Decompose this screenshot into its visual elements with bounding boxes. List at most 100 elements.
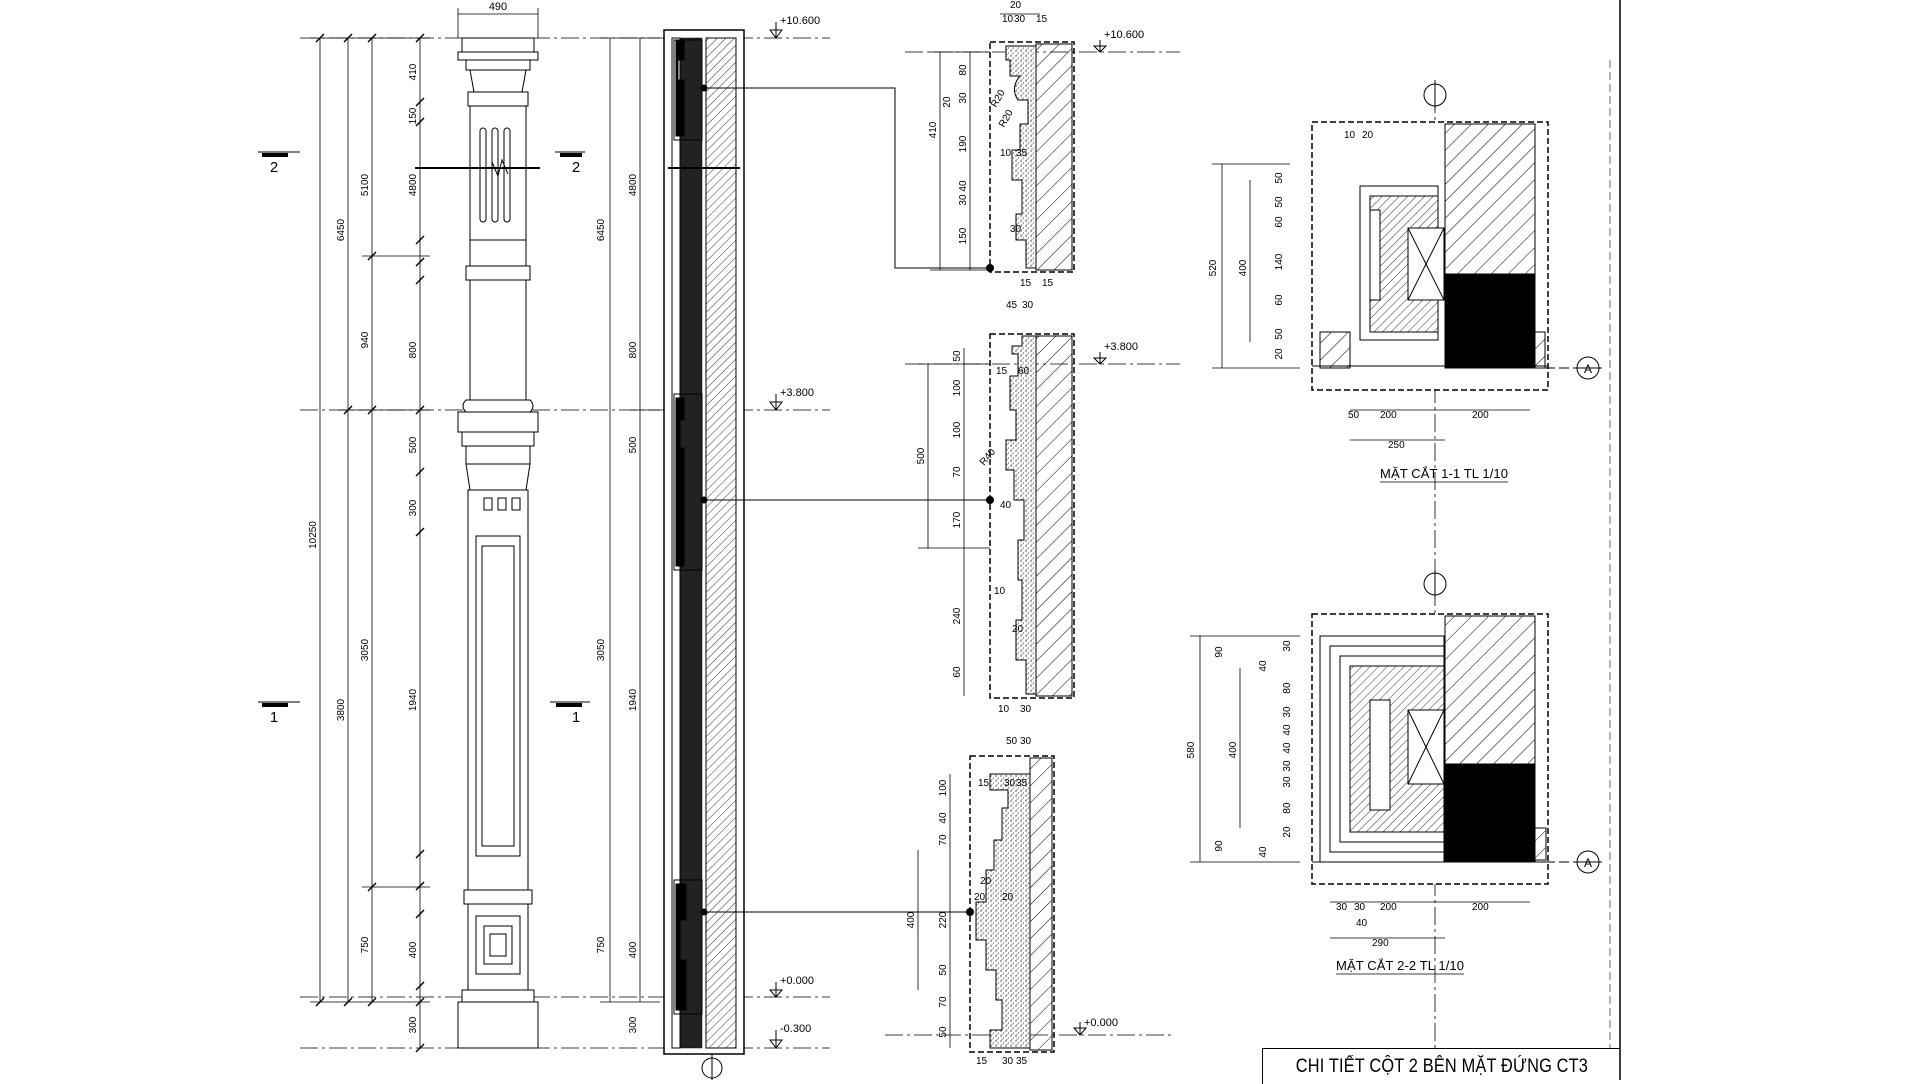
axis-a-label-s22: A [1584, 856, 1592, 870]
dim-upper-total: 6450 [336, 218, 347, 241]
mm-label-40: 40 [1000, 500, 1012, 511]
s22-r-80: 80 [1282, 682, 1293, 694]
s11-r-140: 140 [1274, 253, 1285, 270]
dim-upper-seg-1: 5100 [360, 173, 371, 196]
mb-label-20b: 20 [974, 892, 986, 903]
column-front-elevation [415, 37, 540, 1049]
s22-b-40: 40 [1356, 918, 1368, 929]
mm-chain-240: 240 [952, 607, 963, 624]
mb-bot-15: 15 [976, 1056, 988, 1067]
dim-upper-seg-2: 940 [360, 331, 371, 348]
axis-a-bubble-s11 [1574, 356, 1602, 380]
dim-lower-total: 3800 [336, 698, 347, 721]
mb-chain-70: 70 [938, 834, 949, 846]
mm-chain-70: 70 [952, 466, 963, 478]
s11-r-50: 50 [1274, 172, 1285, 184]
mm-label-60: 60 [1018, 366, 1030, 377]
s11-top-10: 10 [1344, 130, 1356, 141]
s22-b-290: 290 [1372, 938, 1389, 949]
mt-bot-15: 15 [1020, 278, 1032, 289]
s22-l-90: 90 [1214, 646, 1225, 658]
mt-bot-15b: 15 [1042, 278, 1054, 289]
drawing-title-block: CHI TIẾT CỘT 2 BÊN MẶT ĐỨNG CT3 [1262, 1048, 1620, 1084]
section-1-1-plan [1311, 121, 1590, 391]
elev-top-label: +10.600 [780, 15, 820, 27]
axis-1-bubble-s11 [1423, 80, 1447, 110]
side-dim-4800: 4800 [628, 173, 639, 196]
moulding-top-texts: 20 10 30 15 410 80 30 20 190 40 30 150 R… [928, 0, 1054, 289]
detail-leader-lines [704, 87, 990, 913]
moulding-detail-top [989, 41, 1075, 273]
mb-label-30: 30 [1004, 778, 1016, 789]
s22-r-40: 40 [1258, 660, 1269, 672]
s22-b-30b: 30 [1354, 902, 1366, 913]
s11-b-200b: 200 [1472, 410, 1489, 421]
mm-label-15: 15 [996, 366, 1008, 377]
section-2-2-dims [1190, 635, 1530, 939]
dim-lower-seg-2: 750 [360, 936, 371, 953]
s22-r-20: 20 [1282, 826, 1293, 838]
mb-chain-70b: 70 [938, 996, 949, 1008]
section-1-1-dims [1212, 163, 1530, 441]
column-dimension-chains [310, 37, 430, 1048]
cut-1-left: 1 [270, 709, 278, 726]
section-1-1-title: MẶT CẮT 1-1 TL 1/10 [1380, 466, 1508, 481]
s11-b-50: 50 [1348, 410, 1360, 421]
side-dim-500: 500 [628, 436, 639, 453]
mt-chain-30b: 30 [958, 194, 969, 206]
s22-r-40b: 40 [1282, 724, 1293, 736]
mb-chain-400: 400 [906, 911, 917, 928]
mm-bot-10: 10 [998, 704, 1010, 715]
side-section-dim-texts: 6450 3050 750 4800 800 500 1940 400 300 [596, 173, 639, 1033]
s22-r-40c: 40 [1282, 742, 1293, 754]
mt-chain-150: 150 [958, 227, 969, 244]
mm-bot-30: 30 [1020, 704, 1032, 715]
s22-r-30: 30 [1282, 640, 1293, 652]
section-2-2-texts: 580 400 90 90 30 40 80 30 40 40 30 30 80… [1186, 640, 1489, 949]
side-section-dimensions [600, 37, 660, 1003]
section-2-2-plan [1311, 613, 1590, 885]
sheet-frame [1609, 0, 1621, 1080]
s11-400: 400 [1238, 259, 1249, 276]
mb-top-30: 30 [1020, 736, 1032, 747]
elevation-markers [768, 22, 1108, 1049]
mm-chain-500: 500 [916, 447, 927, 464]
elev-ground-label: +0.000 [780, 975, 814, 987]
mb-chain-50: 50 [938, 964, 949, 976]
dim-chain-500: 500 [408, 436, 419, 453]
s22-r-40d: 40 [1258, 846, 1269, 858]
axis-a-label-s11: A [1584, 362, 1592, 376]
mt-chain-190: 190 [958, 135, 969, 152]
mb-chain-100: 100 [938, 779, 949, 796]
moulding-top-dims [930, 13, 1040, 271]
dim-overall: 10250 [308, 521, 319, 549]
s22-580: 580 [1186, 741, 1197, 758]
cut-2-left: 2 [270, 159, 278, 176]
s22-r-80b: 80 [1282, 802, 1293, 814]
moulding-detail-base [969, 755, 1055, 1053]
cut-1-right: 1 [572, 709, 580, 726]
dim-chain-300: 300 [408, 499, 419, 516]
elev-base-label: -0.300 [780, 1023, 811, 1035]
mb-label-35: 35 [1016, 778, 1028, 789]
side-dim-3050: 3050 [596, 638, 607, 661]
dim-chain-4800: 4800 [408, 173, 419, 196]
mt-label-r20b: R20 [997, 108, 1016, 130]
side-dim-6450: 6450 [596, 218, 607, 241]
mb-chain-40: 40 [938, 812, 949, 824]
mm-chain-60: 60 [952, 666, 963, 678]
section-1-1-texts: 520 400 50 50 60 140 60 50 20 10 20 50 2… [1208, 130, 1489, 451]
mm-chain-100: 100 [952, 379, 963, 396]
mb-label-20a: 20 [980, 876, 992, 887]
column-ticks [315, 33, 425, 1053]
dim-chain-410: 410 [408, 63, 419, 80]
mt-chain-40: 40 [958, 180, 969, 192]
s11-b-250: 250 [1388, 440, 1405, 451]
mt-top-1: 20 [1010, 0, 1022, 11]
dim-chain-400: 400 [408, 941, 419, 958]
side-dim-300: 300 [628, 1016, 639, 1033]
mt-label-10: 10 [1000, 148, 1012, 159]
column-width-dimension [457, 8, 539, 38]
mm-top-30: 30 [1022, 300, 1034, 311]
